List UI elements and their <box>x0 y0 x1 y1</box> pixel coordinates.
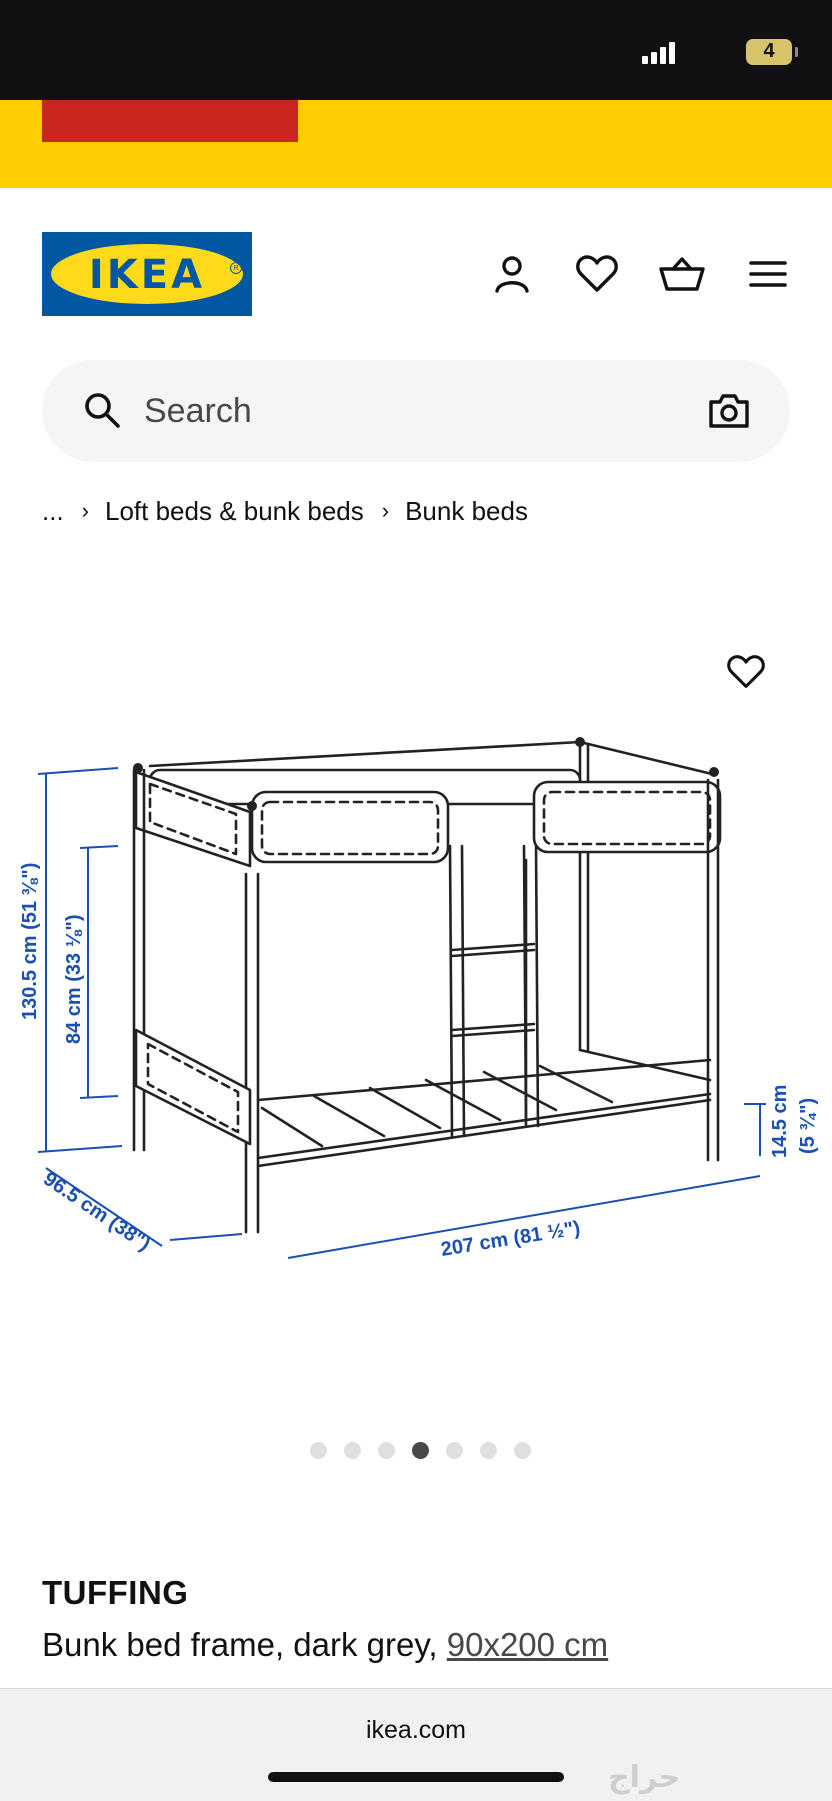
size-link[interactable]: 90x200 cm <box>446 1626 609 1663</box>
dim-floor-clearance-in: (5 ¾") <box>797 1098 819 1154</box>
status-indicators: LTE 4 <box>641 36 798 67</box>
dim-depth: 96.5 cm (38") <box>39 1168 154 1256</box>
heart-icon[interactable] <box>571 248 623 300</box>
dim-total-height: 130.5 cm (51 ⅜") <box>19 863 41 1020</box>
search-input[interactable]: Search <box>144 392 252 430</box>
promo-banner-red-block <box>42 100 298 142</box>
product-name[interactable]: TUFFING <box>42 1574 189 1611</box>
carousel-dot[interactable] <box>513 1442 531 1459</box>
browser-bottom-bar <box>0 1688 832 1801</box>
watermark-text: حراج <box>608 1760 681 1795</box>
network-label: LTE <box>686 36 734 66</box>
home-indicator[interactable] <box>268 1772 564 1782</box>
camera-icon[interactable] <box>708 392 750 435</box>
status-bar <box>0 0 832 100</box>
product-description: Bunk bed frame, dark grey, 90x200 cm <box>42 1626 608 1664</box>
carousel-dot[interactable] <box>377 1442 395 1459</box>
profile-icon[interactable] <box>486 248 538 300</box>
add-to-favourites-button[interactable] <box>718 644 774 700</box>
breadcrumb-item-loft-bunk-beds[interactable]: Loft beds & bunk beds <box>105 496 364 526</box>
status-time: 11:11 <box>72 32 158 70</box>
ikea-logo[interactable]: IKEA R <box>42 232 252 316</box>
product-dimension-image[interactable]: 130.5 cm (51 ⅜") 84 cm (33 ⅛") 96.5 cm (… <box>0 720 832 1280</box>
breadcrumb: ... › Loft beds & bunk beds › Bunk beds <box>42 496 528 527</box>
carousel-dot[interactable] <box>479 1442 497 1459</box>
battery-level: 4 <box>763 40 775 62</box>
dim-lower-height: 84 cm (33 ⅛") <box>63 914 85 1044</box>
heart-icon <box>727 655 765 688</box>
product-description-text: Bunk bed frame, dark grey, <box>42 1626 447 1663</box>
dim-floor-clearance: 14.5 cm <box>769 1085 791 1158</box>
search-bar[interactable] <box>42 360 790 462</box>
carousel-dot[interactable] <box>411 1442 429 1459</box>
address-bar[interactable]: ikea.com <box>365 1716 467 1744</box>
carousel-dot[interactable] <box>445 1442 463 1459</box>
carousel-dot[interactable] <box>343 1442 361 1459</box>
breadcrumb-ellipsis[interactable]: ... <box>42 496 64 526</box>
menu-icon[interactable] <box>742 248 794 300</box>
registered-mark: R <box>230 262 242 274</box>
chevron-right-icon: › <box>381 497 390 523</box>
dim-length: 207 cm (81 ½") <box>439 1217 581 1261</box>
signal-icon <box>641 40 675 64</box>
chevron-right-icon: › <box>81 497 89 523</box>
battery-icon: 4 <box>746 38 798 65</box>
search-icon[interactable] <box>82 390 122 435</box>
carousel-dot[interactable] <box>309 1442 327 1459</box>
breadcrumb-item-bunk-beds[interactable]: Bunk beds <box>405 496 528 526</box>
logo-text: IKEA <box>88 252 206 298</box>
basket-icon[interactable] <box>656 248 708 300</box>
image-carousel-indicator <box>0 1442 832 1459</box>
logo-oval <box>51 244 243 304</box>
